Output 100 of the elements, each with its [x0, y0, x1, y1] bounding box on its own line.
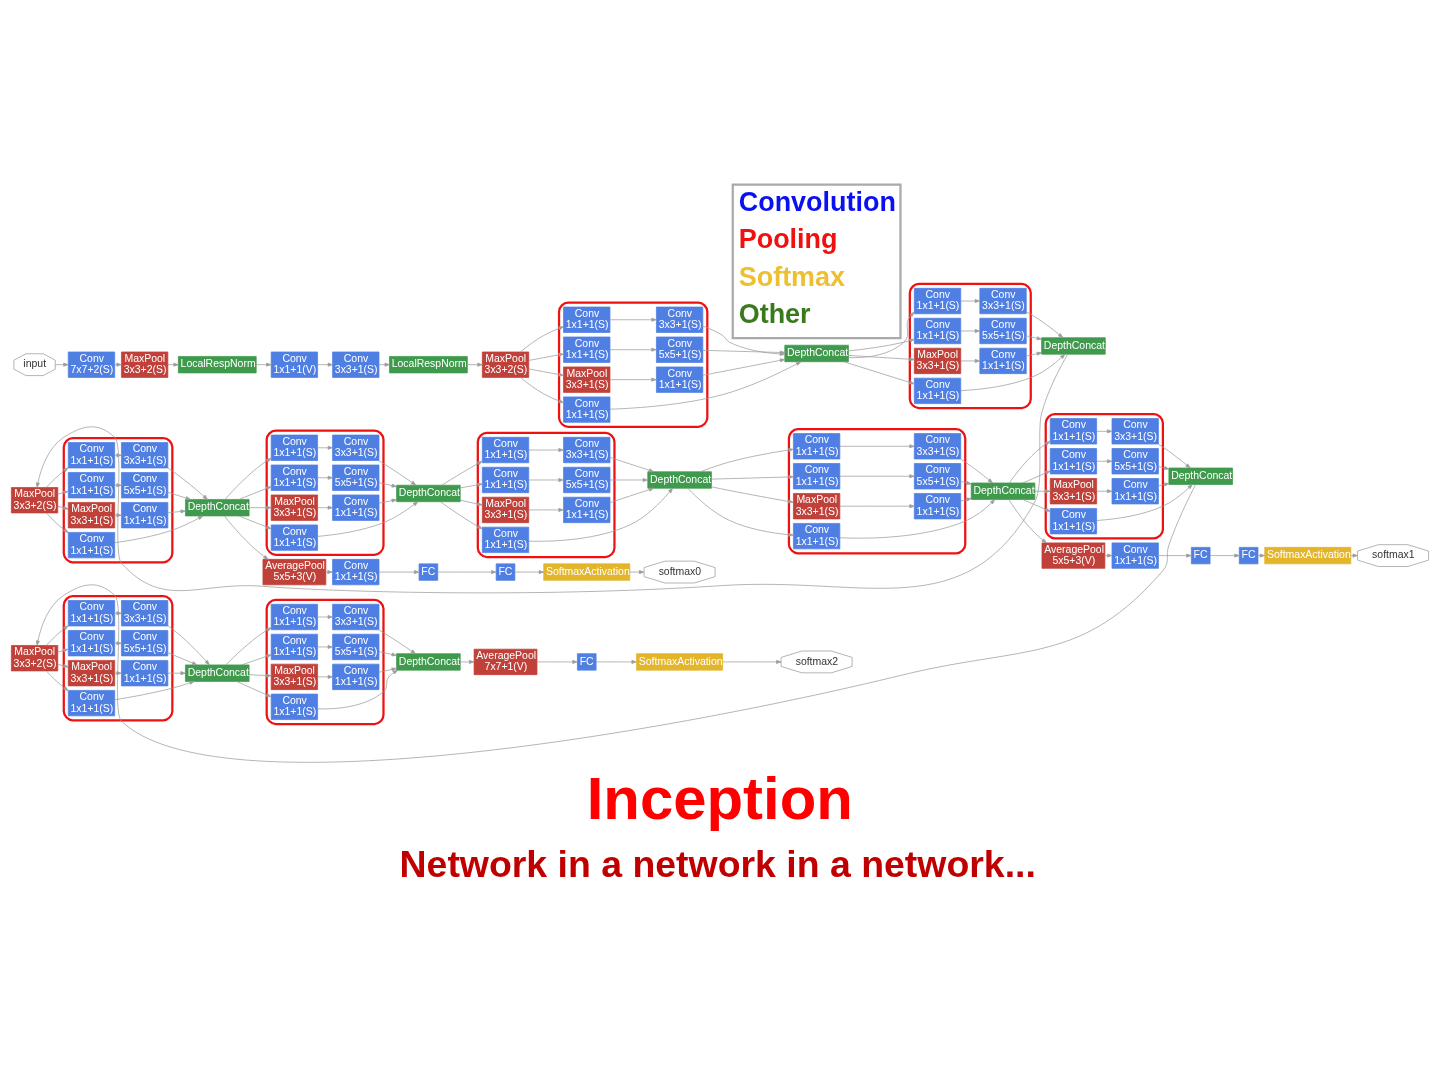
arrow [224, 458, 272, 500]
arrow [839, 504, 915, 509]
node-box: MaxPool 3x3+1(S) [1049, 478, 1097, 505]
node-box: Conv 3x3+1(S) [332, 351, 380, 378]
arrow [848, 311, 915, 358]
arrow [722, 659, 782, 664]
arrow [1025, 351, 1042, 357]
arrow [248, 505, 272, 510]
node-box: Conv 1x1+1(S) [270, 434, 318, 461]
arrow [528, 508, 564, 512]
node-box: MaxPool 3x3+1(S) [793, 493, 841, 520]
arrow [609, 478, 648, 482]
arrow [528, 487, 673, 542]
node-box: MaxPool 3x3+1(S) [913, 347, 962, 375]
node-box: FC [577, 653, 597, 671]
node-box: FC [418, 563, 439, 581]
node-box: Conv 1x1+1(S) [913, 287, 962, 315]
node-box: Conv 1x1+1(S) [979, 347, 1027, 375]
arrow [46, 670, 69, 691]
arrow [255, 362, 272, 367]
arrow [528, 478, 564, 482]
node-box: Conv 5x5+1(S) [332, 464, 380, 491]
arrow [378, 629, 416, 655]
arrow [325, 570, 333, 575]
node-box: DepthConcat [185, 499, 250, 517]
caption: Network in a network in a network... [399, 843, 1036, 886]
arrow [238, 486, 272, 500]
node-box: Conv 1x1+1(S) [563, 306, 611, 333]
node-box: Conv 1x1+1(S) [913, 317, 962, 345]
node-box: Conv 1x1+1(S) [1111, 478, 1159, 505]
node-box: Conv 1x1+1(S) [332, 494, 380, 521]
arrow [459, 482, 483, 489]
arrow [960, 359, 980, 363]
node-box: Conv 5x5+1(S) [979, 317, 1027, 345]
arrow [441, 460, 483, 486]
arrow [711, 475, 794, 480]
arrow [848, 355, 915, 362]
node-box: Conv 1x1+1(S) [913, 377, 962, 404]
node-box: Conv 3x3+1(S) [563, 436, 611, 464]
arrow [317, 505, 333, 510]
node-box: Conv 1x1+1(S) [563, 336, 611, 363]
arrow [687, 487, 794, 537]
node-box: Conv 1x1+1(S) [481, 466, 530, 494]
arrow [317, 501, 419, 537]
node-box: MaxPool 3x3+1(S) [270, 663, 318, 690]
arrow [528, 352, 564, 361]
node-box: MaxPool 3x3+2(S) [481, 351, 530, 378]
arrow [1158, 443, 1191, 469]
arrow [848, 338, 915, 352]
legend-label: Convolution [738, 187, 896, 218]
node-box: Conv 5x5+1(S) [332, 633, 380, 661]
arrow [317, 615, 333, 619]
arrow [1025, 335, 1042, 341]
arrow [236, 681, 272, 698]
node-box: Conv 1x1+1(S) [270, 603, 318, 631]
arrow [54, 362, 69, 367]
arrow [514, 570, 545, 575]
node-box: Conv 3x3+1(S) [332, 434, 380, 461]
arrow [1009, 441, 1051, 484]
arrow [528, 368, 564, 377]
node-box: SoftmaxActivation [543, 563, 631, 581]
arrow [1209, 553, 1240, 558]
arrow [467, 362, 483, 367]
node-box: Conv 3x3+1(S) [121, 442, 169, 469]
arrow [711, 486, 794, 504]
arrow [378, 460, 417, 486]
arrow [520, 377, 564, 404]
node-box: Conv 1x1+1(V) [270, 351, 318, 378]
arrow [960, 299, 980, 303]
node-box: Conv 1x1+1(S) [563, 396, 611, 423]
arrow [317, 362, 333, 367]
arrow [57, 490, 69, 495]
node-box: Conv 1x1+1(S) [793, 463, 841, 490]
arrow [1096, 429, 1113, 434]
arrow [609, 361, 802, 410]
node-box: Conv 1x1+1(S) [121, 660, 169, 687]
arrow [46, 512, 69, 533]
node-box: Conv 5x5+1(S) [1111, 448, 1159, 475]
node-box: DepthConcat [1041, 337, 1106, 355]
arrow [317, 475, 333, 480]
node-box: Conv 5x5+1(S) [563, 466, 611, 494]
arrow [114, 680, 195, 701]
node-box: DepthConcat [784, 344, 849, 363]
arrow [248, 673, 272, 678]
node-box: Conv 1x1+1(S) [332, 558, 380, 586]
arrow [1104, 553, 1113, 558]
arrow [1158, 553, 1192, 558]
node-box: Conv 1x1+1(S) [656, 366, 704, 393]
arrow [839, 474, 915, 479]
arrow [595, 659, 637, 664]
arrow [1034, 489, 1051, 494]
arrow [378, 498, 397, 504]
node-box: LocalRespNorm [177, 356, 257, 374]
node-box: Conv 3x3+1(S) [979, 287, 1027, 315]
arrow [317, 669, 398, 710]
node-box: DepthConcat [647, 471, 712, 489]
arrow [1158, 466, 1170, 470]
arrow [1096, 489, 1113, 494]
node-box: Conv 3x3+1(S) [1111, 418, 1159, 445]
arrow [1257, 553, 1265, 558]
